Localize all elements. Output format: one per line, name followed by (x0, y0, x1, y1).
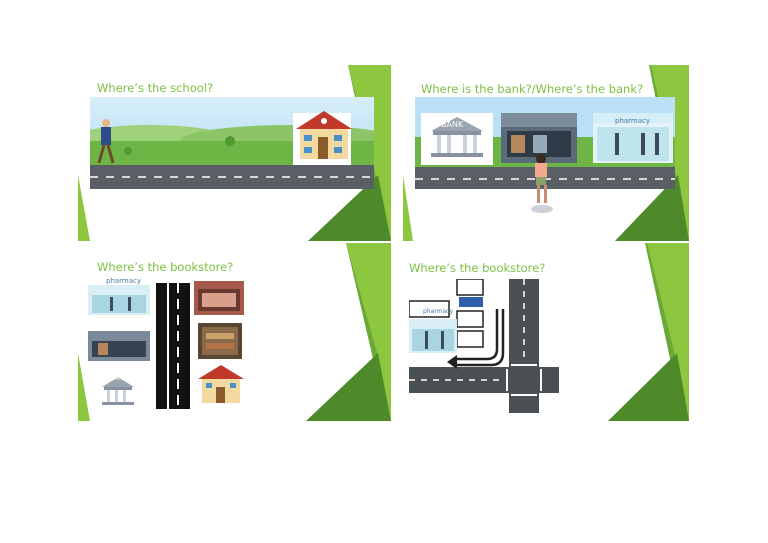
bank-label: BANK (441, 120, 464, 129)
vertical-road (156, 283, 190, 409)
green-decoration (78, 243, 391, 421)
route-arrow (455, 309, 505, 367)
store-photo (501, 113, 577, 163)
slide-2: Where is the bank?/Where’s the bank? (403, 65, 689, 241)
pharmacy-photo (409, 319, 457, 353)
slide-1: Where’s the school? (78, 65, 391, 241)
street-scene-school (90, 97, 374, 189)
pharmacy-label: pharmacy (615, 117, 651, 125)
intersection-map (409, 279, 559, 413)
school-building (293, 111, 352, 165)
walking-person (97, 119, 115, 164)
slide-title: Where’s the bookstore? (97, 260, 234, 274)
standing-child (535, 154, 547, 185)
slide-title: Where’s the bookstore? (409, 261, 546, 275)
green-decoration (608, 243, 689, 421)
store-photo-left (88, 331, 150, 361)
crosswalk (506, 364, 542, 396)
slide-title: Where’s the school? (97, 81, 214, 95)
bookstore-photo-top (194, 281, 244, 315)
slide-4: Where’s the bookstore? pharmacy (403, 243, 689, 421)
slide-title: Where is the bank?/Where’s the bank? (421, 82, 644, 96)
child-legs (531, 185, 553, 213)
bookstore-photo-middle (198, 323, 242, 359)
school-icon (198, 365, 244, 403)
slide-3: Where’s the bookstore? (78, 243, 391, 421)
bank-icon (102, 377, 134, 405)
store-outlines (409, 279, 484, 348)
map-grid (88, 281, 244, 409)
bank-building (421, 113, 493, 165)
pharmacy-photo (88, 285, 150, 315)
pharmacy-label: pharmacy (106, 277, 142, 285)
pharmacy-label: pharmacy (423, 308, 454, 315)
pharmacy-building (593, 113, 673, 163)
street-scene-bank (415, 97, 675, 189)
bank-label: BANK (110, 375, 127, 382)
